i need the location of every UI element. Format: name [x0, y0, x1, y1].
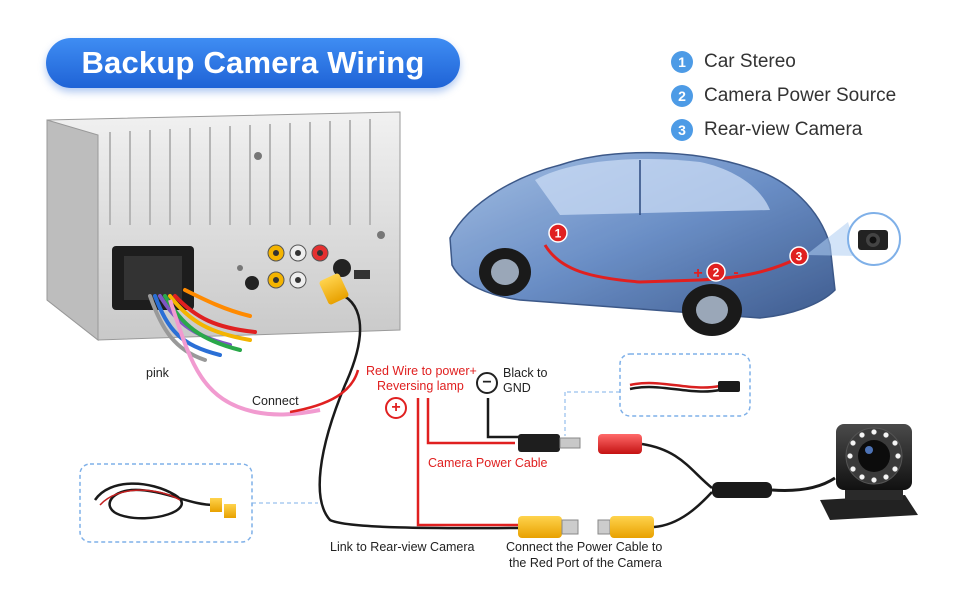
legend-label: Camera Power Source [704, 85, 897, 106]
label-camera-power-cable: Camera Power Cable [428, 456, 548, 470]
legend-number: 2 [671, 85, 693, 107]
legend: 1 Car Stereo 2 Camera Power Source 3 Rea… [671, 49, 896, 143]
car-illustration: 1 2 + - 3 [449, 151, 901, 336]
legend-item-camera-power: 2 Camera Power Source [671, 83, 896, 109]
camera-power-cable [518, 434, 713, 489]
car-marker-2 [706, 262, 726, 282]
camera-video-connectors [518, 491, 713, 538]
minus-sign-icon: − [476, 372, 498, 394]
legend-item-rear-camera: 3 Rear-view Camera [671, 117, 896, 143]
label-pink: pink [146, 366, 169, 380]
page-title: Backup Camera Wiring [81, 45, 425, 80]
legend-item-car-stereo: 1 Car Stereo [671, 49, 896, 75]
label-connect-power-line1: Connect the Power Cable to [506, 540, 663, 554]
inset-power-cable [564, 353, 751, 436]
car-marker-3 [789, 246, 809, 266]
rear-view-camera [820, 424, 918, 520]
title-banner: Backup Camera Wiring [46, 38, 460, 88]
legend-label: Car Stereo [704, 51, 796, 72]
label-connect: Connect [252, 394, 299, 408]
label-red-wire-line1: Red Wire to power+ [366, 364, 477, 378]
car-marker-1-text: 1 [555, 227, 562, 241]
label-connect-power-line2: the Red Port of the Camera [509, 556, 662, 570]
plus-sign-icon: + [385, 397, 407, 419]
label-black-line1: Black to [503, 366, 548, 380]
red-power-wires [416, 398, 522, 527]
car-marker-2-text: 2 [713, 266, 720, 280]
label-black-line2: GND [503, 381, 531, 395]
car-stereo-unit [46, 111, 401, 417]
legend-number: 3 [671, 119, 693, 141]
label-red-wire-line2: Reversing lamp [377, 379, 464, 393]
car-marker-plus: + [693, 265, 702, 282]
inset-extension-cable [79, 463, 318, 543]
car-marker-3-text: 3 [796, 250, 803, 264]
rca-link-cable [318, 273, 521, 530]
car-marker-minus: - [733, 264, 738, 281]
legend-label: Rear-view Camera [704, 119, 863, 140]
cable-junction [712, 482, 772, 498]
label-link-rear-camera: Link to Rear-view Camera [330, 540, 475, 554]
legend-number: 1 [671, 51, 693, 73]
car-marker-1 [548, 223, 568, 243]
